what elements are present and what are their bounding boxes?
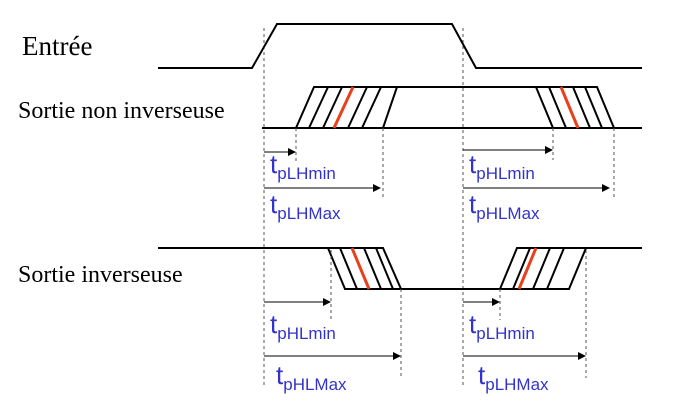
label-tphlmin-upper: tpHLmin (469, 149, 535, 183)
non-inverting-delay-markers (295, 128, 615, 200)
typical-edge-hl (559, 86, 580, 129)
arrow-tphlmax-inv (264, 352, 401, 360)
inverting-lh-transition-band (498, 247, 588, 290)
label-tplhmax-lower: tpLHMax (478, 360, 549, 394)
arrow-tplhmax-inv (463, 352, 586, 360)
label-tplhmin-lower: tpLHmin (469, 309, 535, 343)
arrow-tphlmin (463, 146, 553, 154)
arrow-tplhmin (264, 148, 296, 156)
arrow-tplhmax (264, 184, 381, 192)
inverting-output-waveform (158, 247, 642, 290)
arrow-tphlmax (463, 184, 610, 192)
label-tphlmin-lower: tpHLmin (270, 309, 336, 343)
arrow-tplhmin-inv (463, 298, 500, 306)
label-tplhmax: tpLHMax (270, 189, 341, 223)
non-inverting-lh-transition-band (294, 86, 399, 129)
label-tplhmin: tpLHmin (270, 149, 336, 183)
inverting-hl-transition-band (326, 247, 403, 290)
label-tphlmax-upper: tpHLMax (469, 189, 540, 223)
label-tphlmax-lower: tpHLMax (276, 360, 347, 394)
typical-edge-hl-inv (350, 247, 371, 290)
label-entree: Entrée (22, 31, 92, 61)
inverting-delay-markers (330, 250, 587, 378)
non-inverting-hl-transition-band (534, 86, 616, 129)
input-waveform (158, 23, 642, 69)
arrow-tphlmin-inv (264, 298, 331, 306)
label-sortie-non-inverseuse: Sortie non inverseuse (18, 98, 225, 124)
typical-edge-lh-inv (517, 247, 538, 290)
typical-edge-lh (332, 86, 355, 129)
label-sortie-inverseuse: Sortie inverseuse (18, 262, 183, 288)
